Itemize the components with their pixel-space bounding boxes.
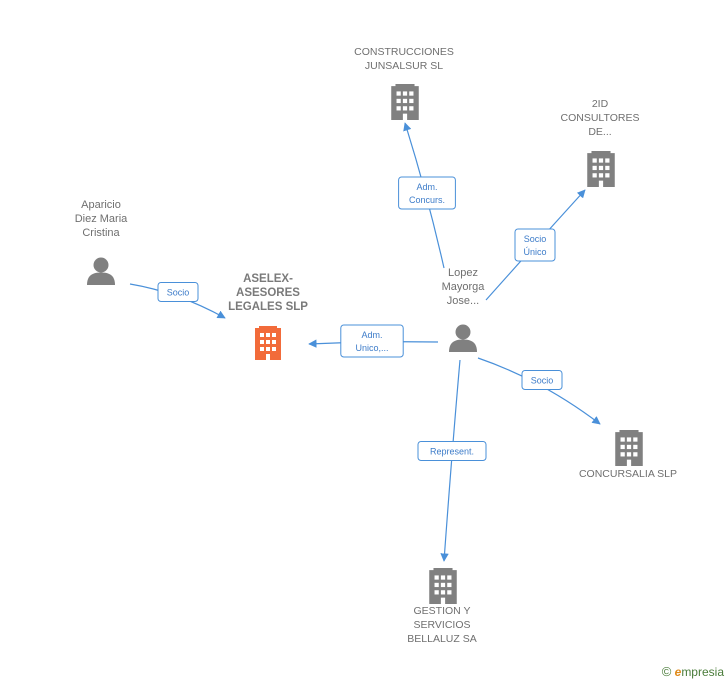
edge-label-text: Unico,...	[355, 343, 388, 353]
node-label-line: ASELEX-	[243, 273, 293, 285]
node-label-line: Diez Maria	[75, 213, 128, 225]
edge-label-text: Represent.	[430, 447, 474, 457]
node-label-line: DE...	[588, 126, 611, 138]
edge-label-lopez-to-aselex[interactable]: Adm. Unico,...	[340, 324, 404, 358]
edge-label-lopez-to-construcciones[interactable]: Adm. Concurs.	[398, 176, 456, 210]
brand-initial: e	[674, 665, 682, 679]
node-gestion[interactable]: GESTION Y SERVICIOS BELLALUZ SA	[407, 568, 477, 645]
building-icon	[255, 326, 281, 360]
node-label-line: Aparicio	[81, 199, 121, 211]
building-icon	[391, 84, 419, 120]
node-construcciones[interactable]: CONSTRUCCIONES JUNSALSUR SL	[354, 46, 454, 120]
edge-lopez-to-concursalia	[477, 357, 601, 425]
building-icon	[615, 430, 643, 466]
edge-label-text: Adm.	[361, 330, 382, 340]
edge-label-text: Adm.	[416, 182, 437, 192]
node-label-line: CONSULTORES	[561, 112, 640, 124]
node-2id[interactable]: 2ID CONSULTORES DE...	[561, 98, 640, 187]
brand-name: mpresia	[681, 665, 724, 679]
node-label-line: Lopez	[448, 267, 478, 279]
node-label-line: SERVICIOS	[414, 619, 471, 631]
edge-label-text: Socio	[524, 234, 547, 244]
node-label-line: CONSTRUCCIONES	[354, 46, 454, 58]
node-concursalia[interactable]: CONCURSALIA SLP	[579, 430, 677, 480]
node-label-line: Jose...	[447, 295, 479, 307]
building-icon	[429, 568, 457, 604]
edge-label-text: Socio	[167, 288, 190, 298]
person-icon	[87, 257, 115, 285]
edge-label-aparicio-to-aselex[interactable]: Socio	[157, 282, 199, 302]
node-lopez[interactable]: LopezMayorgaJose...	[442, 267, 486, 352]
node-label-line: ASESORES	[236, 287, 300, 299]
edge-label-lopez-to-concursalia[interactable]: Socio	[521, 370, 563, 390]
node-label-line: BELLALUZ SA	[407, 633, 476, 645]
node-label-line: GESTION Y	[414, 605, 471, 617]
edge-label-text: Concurs.	[409, 195, 445, 205]
edge-label-lopez-to-gestion[interactable]: Represent.	[417, 441, 487, 461]
building-icon	[587, 151, 615, 187]
edge-label-text: Socio	[531, 376, 554, 386]
node-label-line: 2ID	[592, 98, 609, 110]
edge-label-text: Único	[523, 247, 546, 257]
person-icon	[449, 324, 477, 352]
copyright-icon: ©	[661, 664, 672, 679]
empresia-brand[interactable]: © empresia	[662, 664, 724, 679]
node-label-line: JUNSALSUR SL	[365, 60, 443, 72]
node-label-line: Cristina	[82, 227, 120, 239]
node-label-line: Mayorga	[442, 281, 486, 293]
node-aselex[interactable]: ASELEX- ASESORES LEGALES SLP	[228, 273, 308, 360]
node-label-line: CONCURSALIA SLP	[579, 468, 677, 480]
node-label-line: LEGALES SLP	[228, 301, 308, 313]
